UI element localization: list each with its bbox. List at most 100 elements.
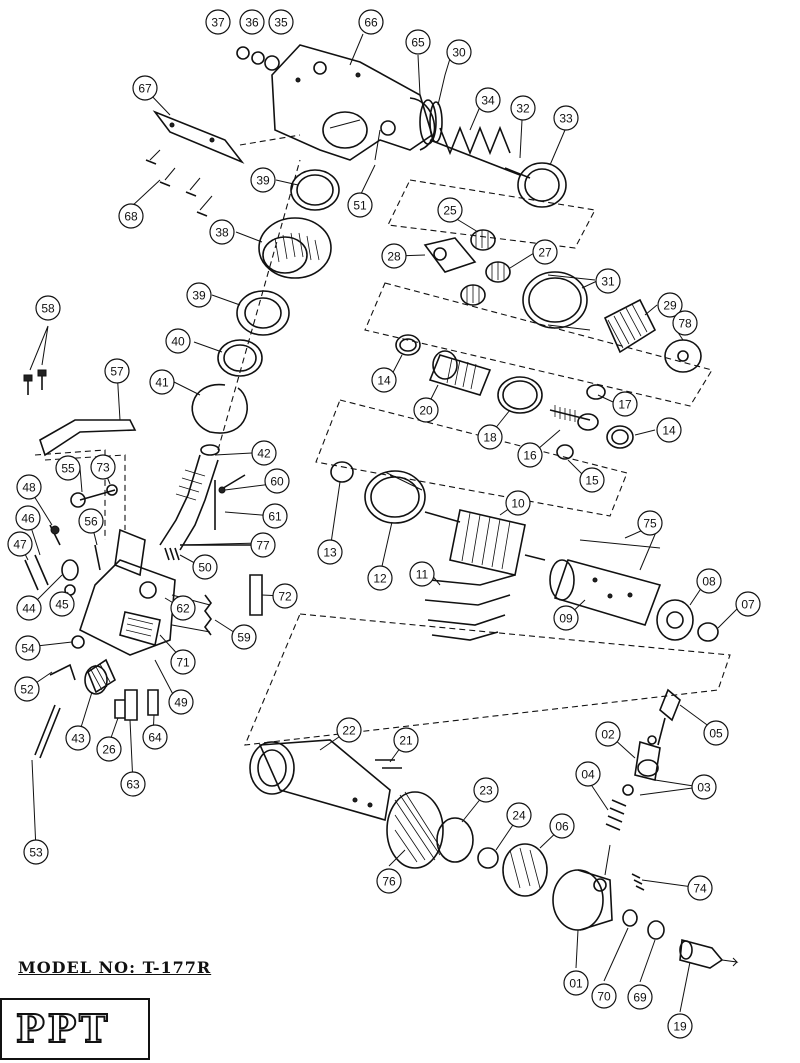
callout-bubble: [272, 583, 298, 609]
callout-bubble: [627, 984, 653, 1010]
callout-bubble: [165, 328, 191, 354]
callout-label: 50: [198, 561, 212, 575]
valve-body: [552, 869, 613, 931]
callout-27: 27: [532, 239, 558, 265]
callout-bubble: [612, 391, 638, 417]
callout-74: 74: [687, 875, 713, 901]
callout-bubble: [473, 777, 499, 803]
callout-bubble: [553, 105, 579, 131]
rear-rings: [436, 817, 548, 897]
callout-bubble: [413, 397, 439, 423]
knurled-collar: [386, 791, 444, 869]
callout-40: 40: [165, 328, 191, 354]
callout-bubble: [262, 503, 288, 529]
callout-label: 02: [601, 728, 615, 742]
callout-25: 25: [437, 197, 463, 223]
callout-bubble: [186, 282, 212, 308]
callout-bubble: [336, 717, 362, 743]
callout-31: 31: [595, 268, 621, 294]
callout-label: 15: [585, 474, 599, 488]
callout-label: 39: [192, 289, 206, 303]
callout-bubble: [575, 761, 601, 787]
callout-bubble: [90, 454, 116, 480]
callout-label: 39: [256, 174, 270, 188]
callout-label: 25: [443, 204, 457, 218]
callout-21: 21: [393, 727, 419, 753]
callout-bubble: [170, 595, 196, 621]
callout-label: 18: [483, 431, 497, 445]
callout-label: 22: [342, 724, 356, 738]
callout-bubble: [7, 531, 33, 557]
adjust-knob: [84, 658, 117, 695]
callout-39: 39: [186, 282, 212, 308]
callout-label: 68: [124, 210, 138, 224]
callout-78: 78: [672, 310, 698, 336]
callout-32: 32: [510, 95, 536, 121]
callout-bubble: [517, 442, 543, 468]
callout-26: 26: [96, 736, 122, 762]
callout-bubble: [250, 167, 276, 193]
callout-label: 51: [353, 199, 367, 213]
callout-43: 43: [65, 725, 91, 751]
callout-bubble: [170, 649, 196, 675]
callout-label: 35: [274, 16, 288, 30]
callout-51: 51: [347, 192, 373, 218]
callout-41: 41: [149, 369, 175, 395]
callout-36: 36: [239, 9, 265, 35]
callout-label: 75: [643, 517, 657, 531]
callout-label: 54: [21, 642, 35, 656]
callout-label: 55: [61, 462, 75, 476]
callout-bubble: [506, 802, 532, 828]
callout-bubble: [595, 721, 621, 747]
callout-bubble: [532, 239, 558, 265]
callout-39: 39: [250, 167, 276, 193]
callout-label: 46: [21, 512, 35, 526]
callout-label: 13: [323, 546, 337, 560]
callout-label: 14: [377, 374, 391, 388]
callout-22: 22: [336, 717, 362, 743]
callout-label: 38: [215, 226, 229, 240]
callout-08: 08: [696, 568, 722, 594]
callout-53: 53: [23, 839, 49, 865]
callout-14: 14: [656, 417, 682, 443]
callout-bubble: [231, 624, 257, 650]
callout-15: 15: [579, 467, 605, 493]
callout-label: 24: [512, 809, 526, 823]
callout-66: 66: [358, 9, 384, 35]
callout-bubble: [23, 839, 49, 865]
callout-bubble: [358, 9, 384, 35]
callout-02: 02: [595, 721, 621, 747]
callout-bubble: [371, 367, 397, 393]
callout-label: 69: [633, 991, 647, 1005]
callout-label: 06: [555, 820, 569, 834]
callout-42: 42: [251, 440, 277, 466]
callout-45: 45: [49, 591, 75, 617]
callout-label: 26: [102, 743, 116, 757]
callout-bubble: [553, 605, 579, 631]
callout-bubble: [381, 243, 407, 269]
callout-bubble: [347, 192, 373, 218]
callout-bubble: [16, 474, 42, 500]
planet-carrier: [423, 229, 511, 306]
callout-76: 76: [376, 868, 402, 894]
callout-49: 49: [168, 689, 194, 715]
callout-bubble: [120, 771, 146, 797]
callout-bubble: [475, 87, 501, 113]
callout-bubble: [264, 468, 290, 494]
callout-64: 64: [142, 724, 168, 750]
callout-label: 08: [702, 575, 716, 589]
callout-01: 01: [563, 970, 589, 996]
callout-bubble: [367, 565, 393, 591]
callout-bubble: [637, 510, 663, 536]
callout-label: 70: [597, 990, 611, 1004]
callout-62: 62: [170, 595, 196, 621]
callout-label: 57: [110, 365, 124, 379]
callout-label: 77: [256, 539, 270, 553]
callout-56: 56: [78, 508, 104, 534]
callout-label: 10: [511, 497, 525, 511]
callout-05: 05: [703, 720, 729, 746]
callout-label: 74: [693, 882, 707, 896]
callout-bubble: [696, 568, 722, 594]
throttle-lever: [39, 419, 137, 457]
